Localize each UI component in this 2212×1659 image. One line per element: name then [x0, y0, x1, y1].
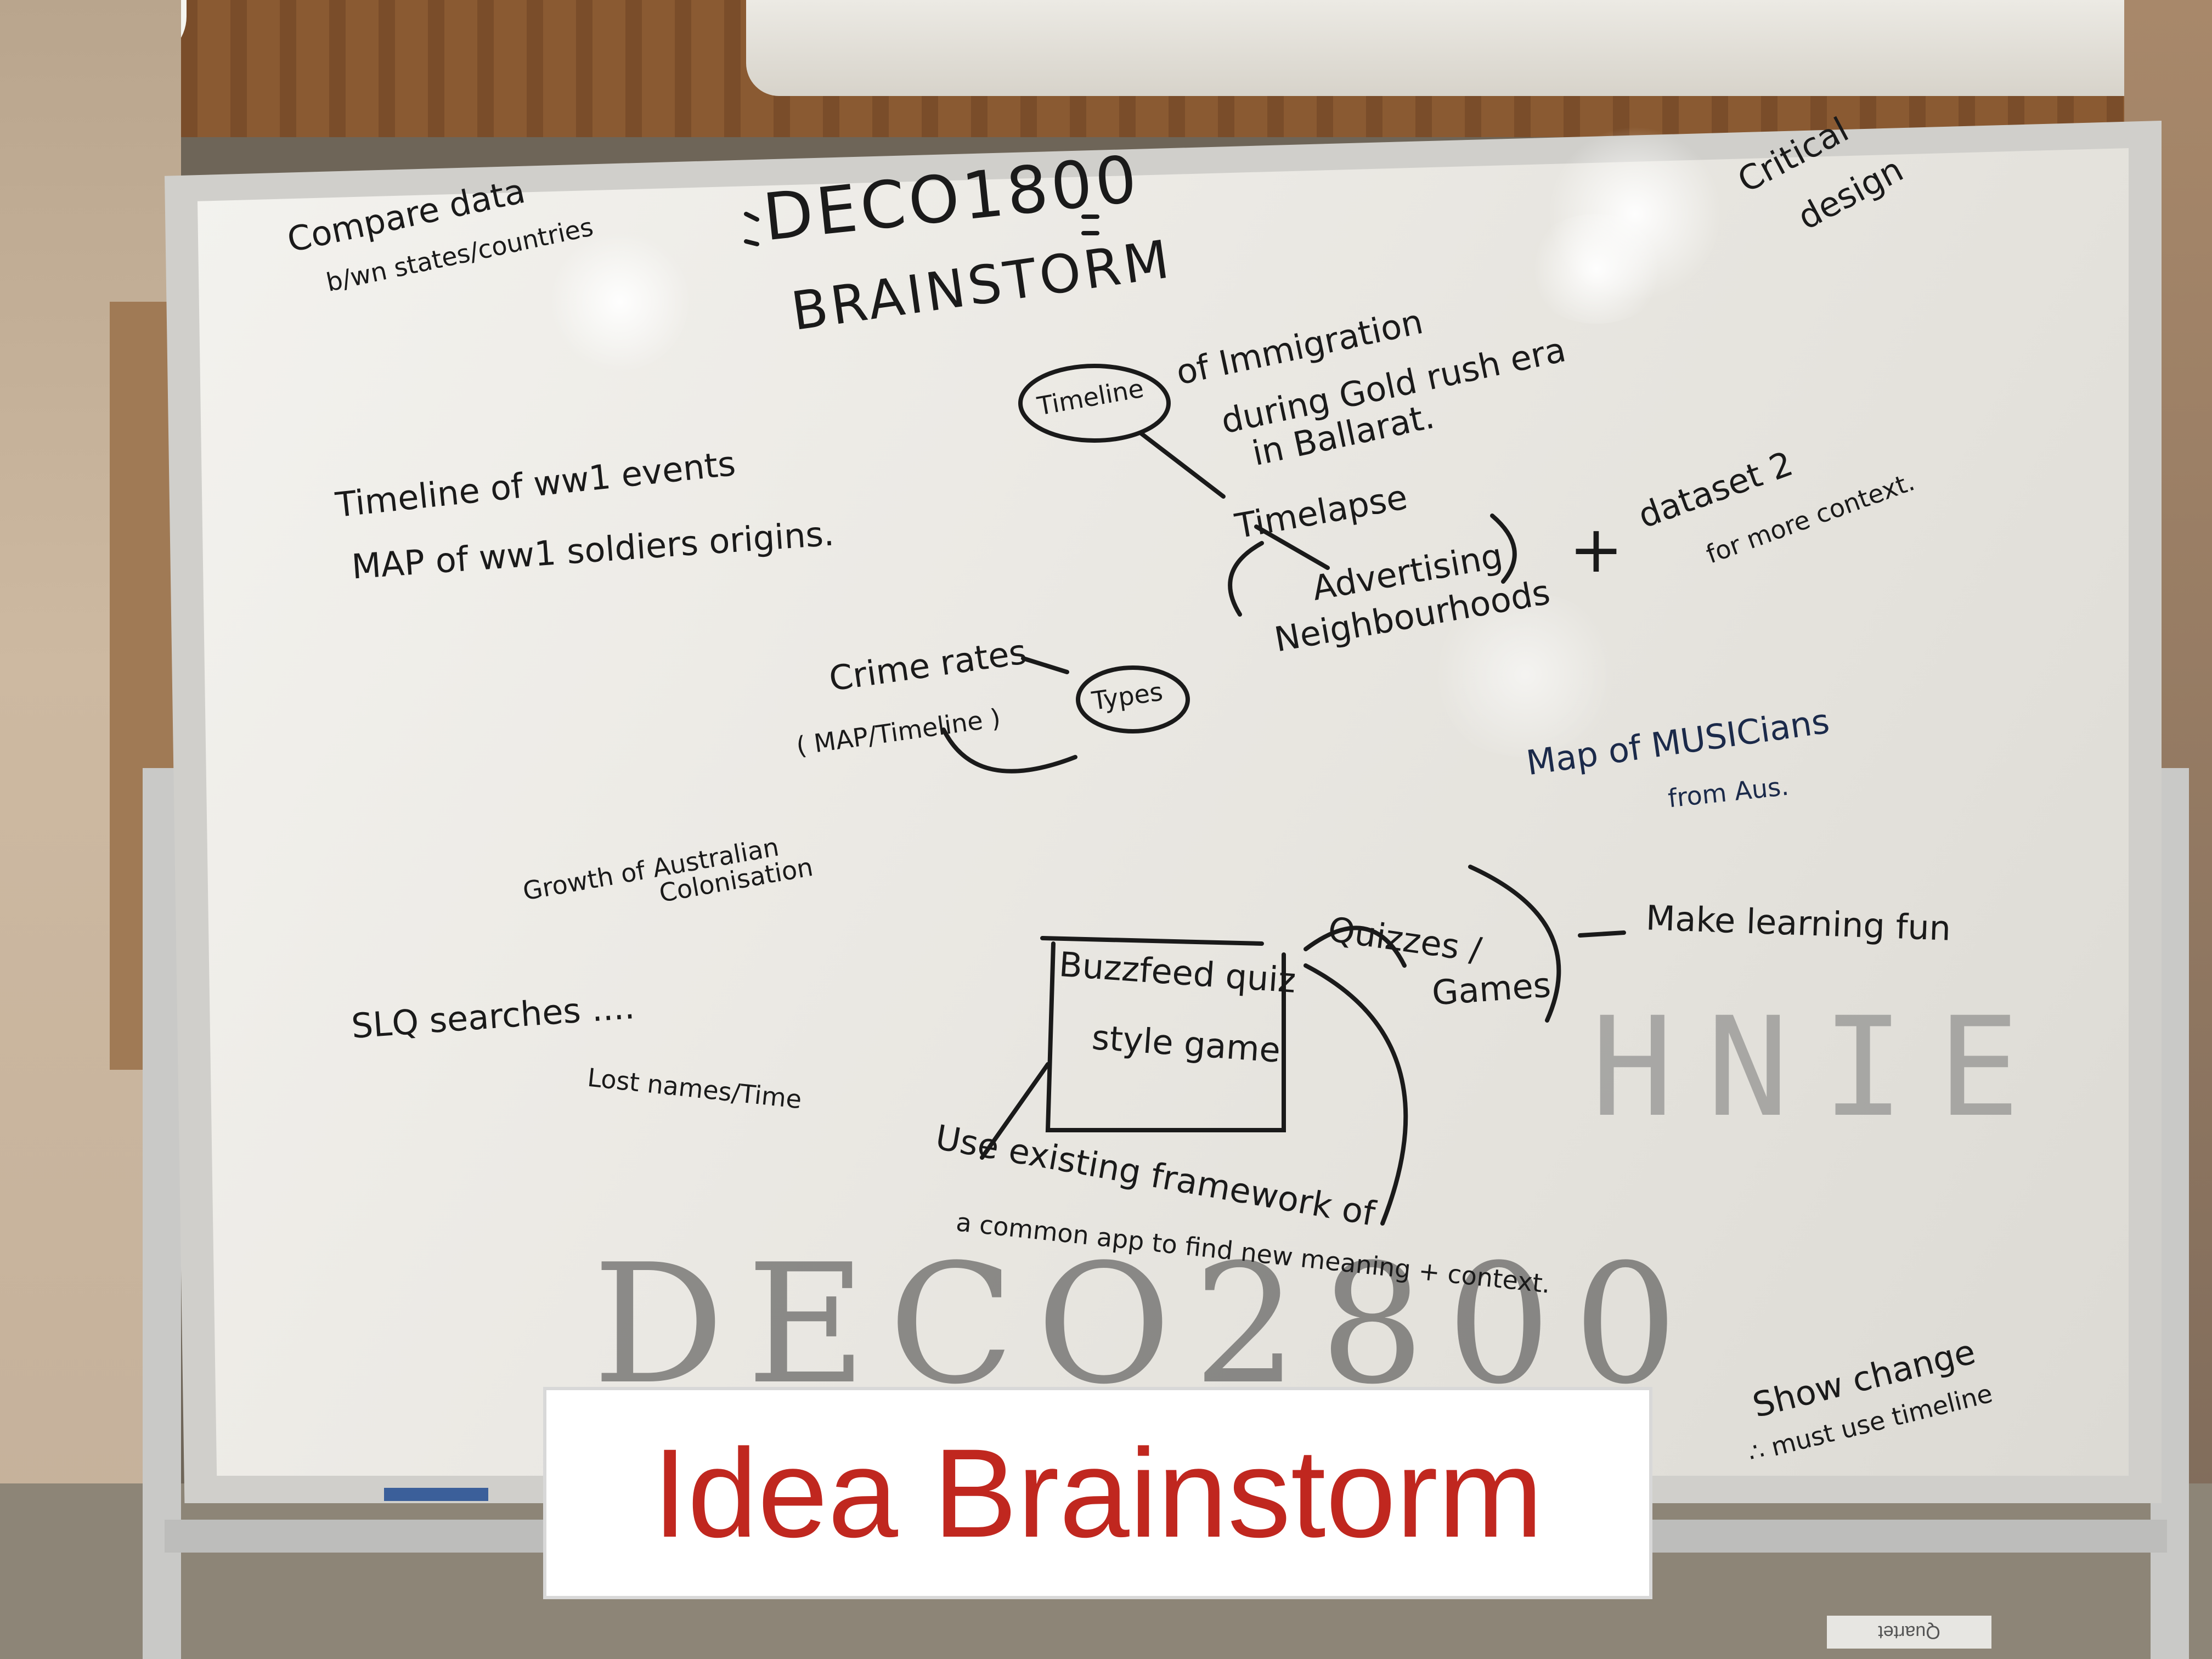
caption-title: Idea Brainstorm: [652, 1422, 1543, 1564]
brand-sticker: Quartet: [1827, 1616, 1991, 1649]
note-plus: +: [1569, 511, 1627, 587]
mirrored-erased-writing: HNIE: [1591, 988, 2053, 1147]
light-glare: [1525, 214, 1668, 324]
light-glare: [1426, 592, 1624, 757]
board-stand-left: [143, 768, 181, 1659]
light-glare: [549, 230, 691, 373]
ceiling-duct: [746, 0, 2172, 96]
marker-tray: [384, 1488, 488, 1501]
note-make-learning-fun: Make learning fun: [1645, 898, 1952, 949]
caption-box: Idea Brainstorm: [543, 1387, 1652, 1599]
note-games: Games: [1430, 964, 1553, 1013]
